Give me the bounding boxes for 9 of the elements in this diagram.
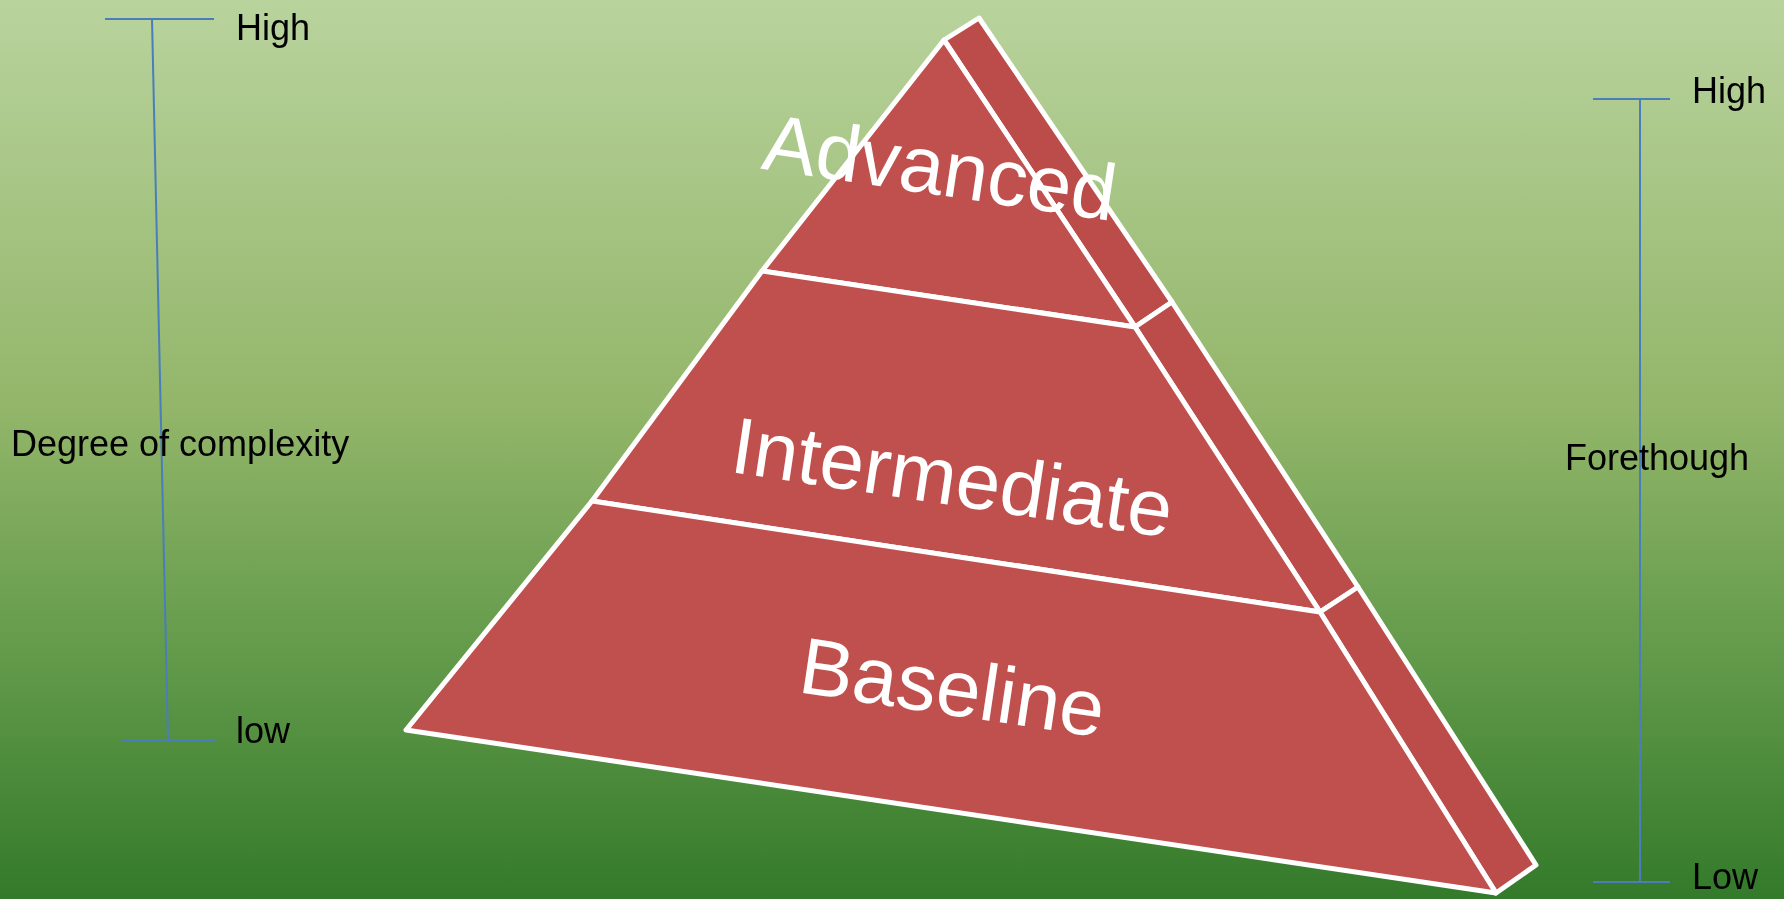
tier-label: Intermediate (726, 405, 1178, 551)
axis-title: Forethough (1565, 440, 1750, 476)
scale-label: Low (1692, 859, 1759, 895)
tier-label: Baseline (794, 625, 1110, 751)
scale-label: High (236, 10, 311, 46)
axis-title: Degree of complexity (11, 426, 350, 462)
scale-label: low (236, 713, 291, 749)
tier-label: Advanced (758, 102, 1122, 234)
scale-label: High (1692, 73, 1767, 109)
